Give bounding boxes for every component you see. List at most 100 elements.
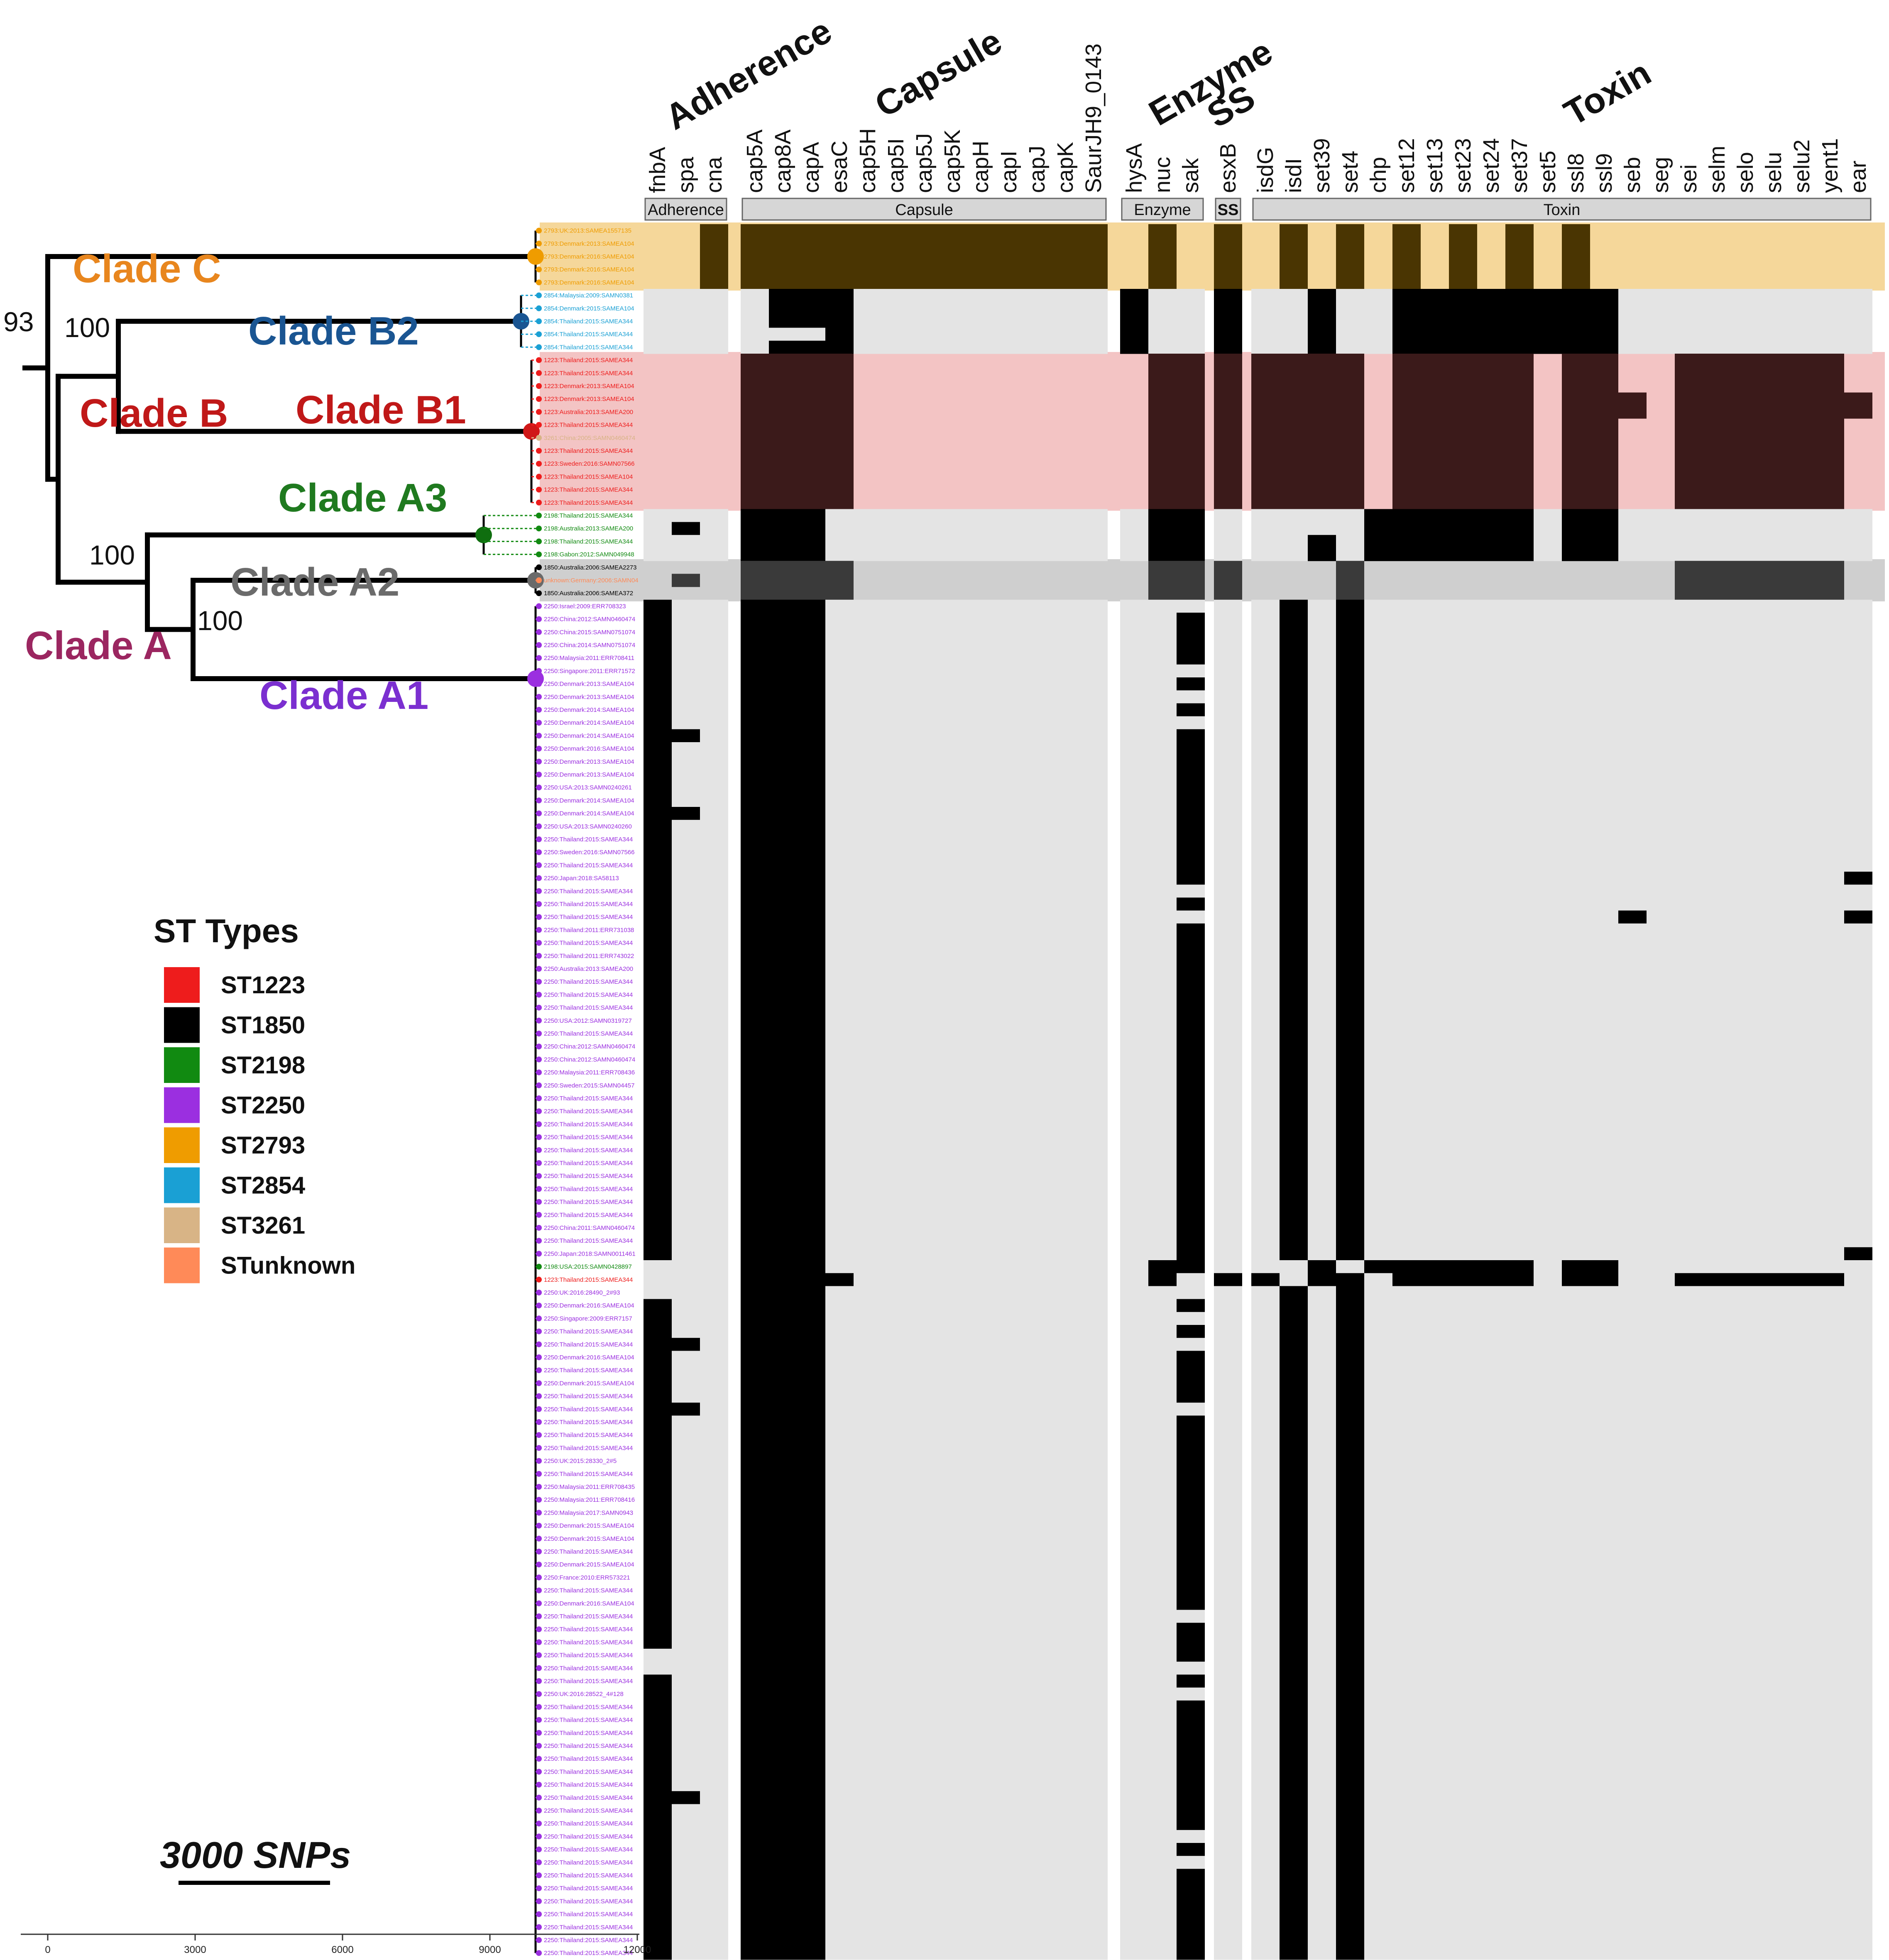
cell-cna bbox=[700, 1480, 728, 1494]
cell-set39 bbox=[1308, 340, 1336, 354]
cell-set13 bbox=[1421, 1117, 1449, 1131]
cell-cap5K bbox=[938, 1299, 967, 1312]
cell-capH bbox=[967, 1105, 995, 1118]
cell-set4 bbox=[1336, 1584, 1364, 1597]
cell-sei bbox=[1675, 457, 1703, 471]
cell-hysA bbox=[1120, 1117, 1148, 1131]
cell-selu bbox=[1759, 1765, 1788, 1779]
cell-selm bbox=[1703, 742, 1731, 755]
cell-cap5K bbox=[938, 1260, 967, 1273]
cell-ear bbox=[1844, 1208, 1872, 1222]
cell-set24 bbox=[1477, 690, 1505, 704]
cell-set37 bbox=[1505, 1817, 1534, 1830]
cell-set37 bbox=[1505, 315, 1534, 328]
cell-cap5K bbox=[938, 988, 967, 1002]
cell-set12 bbox=[1392, 1131, 1421, 1144]
cell-cap5I bbox=[882, 858, 910, 872]
cell-yent1 bbox=[1816, 742, 1844, 755]
cell-spa bbox=[672, 1791, 700, 1804]
cell-chp bbox=[1364, 1066, 1392, 1079]
cell-hysA bbox=[1120, 1467, 1148, 1481]
cell-set24 bbox=[1477, 1584, 1505, 1597]
cell-fnbA bbox=[644, 1830, 672, 1843]
cell-esaC bbox=[825, 327, 854, 341]
cell-selu2 bbox=[1788, 1144, 1816, 1157]
cell-sak bbox=[1177, 1532, 1205, 1545]
cell-set4 bbox=[1336, 1597, 1364, 1610]
cell-set37 bbox=[1505, 379, 1534, 393]
cell-yent1 bbox=[1816, 496, 1844, 509]
cell-set5 bbox=[1534, 1662, 1562, 1675]
cell-fnbA bbox=[644, 1584, 672, 1597]
cell-sak bbox=[1177, 1351, 1205, 1364]
cell-set24 bbox=[1477, 1338, 1505, 1351]
cell-set4 bbox=[1336, 1066, 1364, 1079]
cell-SaurJH9_0143 bbox=[1079, 690, 1108, 704]
cell-set13 bbox=[1421, 1441, 1449, 1455]
cell-capI bbox=[995, 1428, 1023, 1442]
cell-esaC bbox=[825, 599, 854, 613]
cell-capA bbox=[797, 1260, 825, 1273]
cell-set39 bbox=[1308, 1312, 1336, 1325]
cell-esxB bbox=[1214, 340, 1242, 354]
cell-capH bbox=[967, 1066, 995, 1079]
cell-esaC bbox=[825, 496, 854, 509]
cell-cap5J bbox=[910, 1415, 938, 1429]
cell-capJ bbox=[1023, 1403, 1051, 1416]
cell-set39 bbox=[1308, 1195, 1336, 1209]
cell-capK bbox=[1051, 1221, 1079, 1235]
cell-seg bbox=[1647, 1830, 1675, 1843]
cell-ssl9 bbox=[1590, 1234, 1618, 1248]
cell-sei bbox=[1675, 1635, 1703, 1649]
cell-ssl9 bbox=[1590, 522, 1618, 535]
cell-hysA bbox=[1120, 1325, 1148, 1338]
cell-ear bbox=[1844, 522, 1872, 535]
cell-set24 bbox=[1477, 1403, 1505, 1416]
cell-set37 bbox=[1505, 664, 1534, 678]
cell-set39 bbox=[1308, 807, 1336, 820]
cell-seb bbox=[1618, 1105, 1647, 1118]
cell-capI bbox=[995, 962, 1023, 976]
cell-capI bbox=[995, 1234, 1023, 1248]
cell-ssl9 bbox=[1590, 1312, 1618, 1325]
cell-selu bbox=[1759, 1403, 1788, 1416]
cell-set13 bbox=[1421, 1182, 1449, 1196]
cell-ssl8 bbox=[1562, 1480, 1590, 1494]
cell-selu bbox=[1759, 392, 1788, 406]
cell-set12 bbox=[1392, 340, 1421, 354]
cell-cap5I bbox=[882, 1351, 910, 1364]
cell-selu bbox=[1759, 1687, 1788, 1701]
cell-yent1 bbox=[1816, 755, 1844, 768]
cell-capI bbox=[995, 1169, 1023, 1183]
cell-cna bbox=[700, 742, 728, 755]
cell-selu2 bbox=[1788, 638, 1816, 652]
cell-set13 bbox=[1421, 807, 1449, 820]
cell-chp bbox=[1364, 1649, 1392, 1662]
cell-isdG bbox=[1251, 1273, 1280, 1286]
cell-fnbA bbox=[644, 1791, 672, 1804]
cell-fnbA bbox=[644, 1325, 672, 1338]
cell-selm bbox=[1703, 1869, 1731, 1882]
cell-chp bbox=[1364, 949, 1392, 963]
cell-set24 bbox=[1477, 1662, 1505, 1675]
cell-ssl8 bbox=[1562, 885, 1590, 898]
cell-selu bbox=[1759, 1040, 1788, 1053]
cell-set39 bbox=[1308, 1700, 1336, 1714]
cell-sak bbox=[1177, 1117, 1205, 1131]
cell-seg bbox=[1647, 1027, 1675, 1041]
cell-cap5I bbox=[882, 1364, 910, 1377]
cell-set4 bbox=[1336, 1532, 1364, 1545]
cell-fnbA bbox=[644, 1726, 672, 1740]
cell-ssl8 bbox=[1562, 1027, 1590, 1041]
cell-nuc bbox=[1148, 1312, 1177, 1325]
cell-capI bbox=[995, 1403, 1023, 1416]
cell-capH bbox=[967, 1221, 995, 1235]
cell-capJ bbox=[1023, 1299, 1051, 1312]
cell-yent1 bbox=[1816, 690, 1844, 704]
cell-set23 bbox=[1449, 1713, 1477, 1727]
cell-nuc bbox=[1148, 1662, 1177, 1675]
cell-nuc bbox=[1148, 651, 1177, 665]
cell-esaC bbox=[825, 1532, 854, 1545]
cell-selu2 bbox=[1788, 1169, 1816, 1183]
cell-cap5H bbox=[854, 599, 882, 613]
